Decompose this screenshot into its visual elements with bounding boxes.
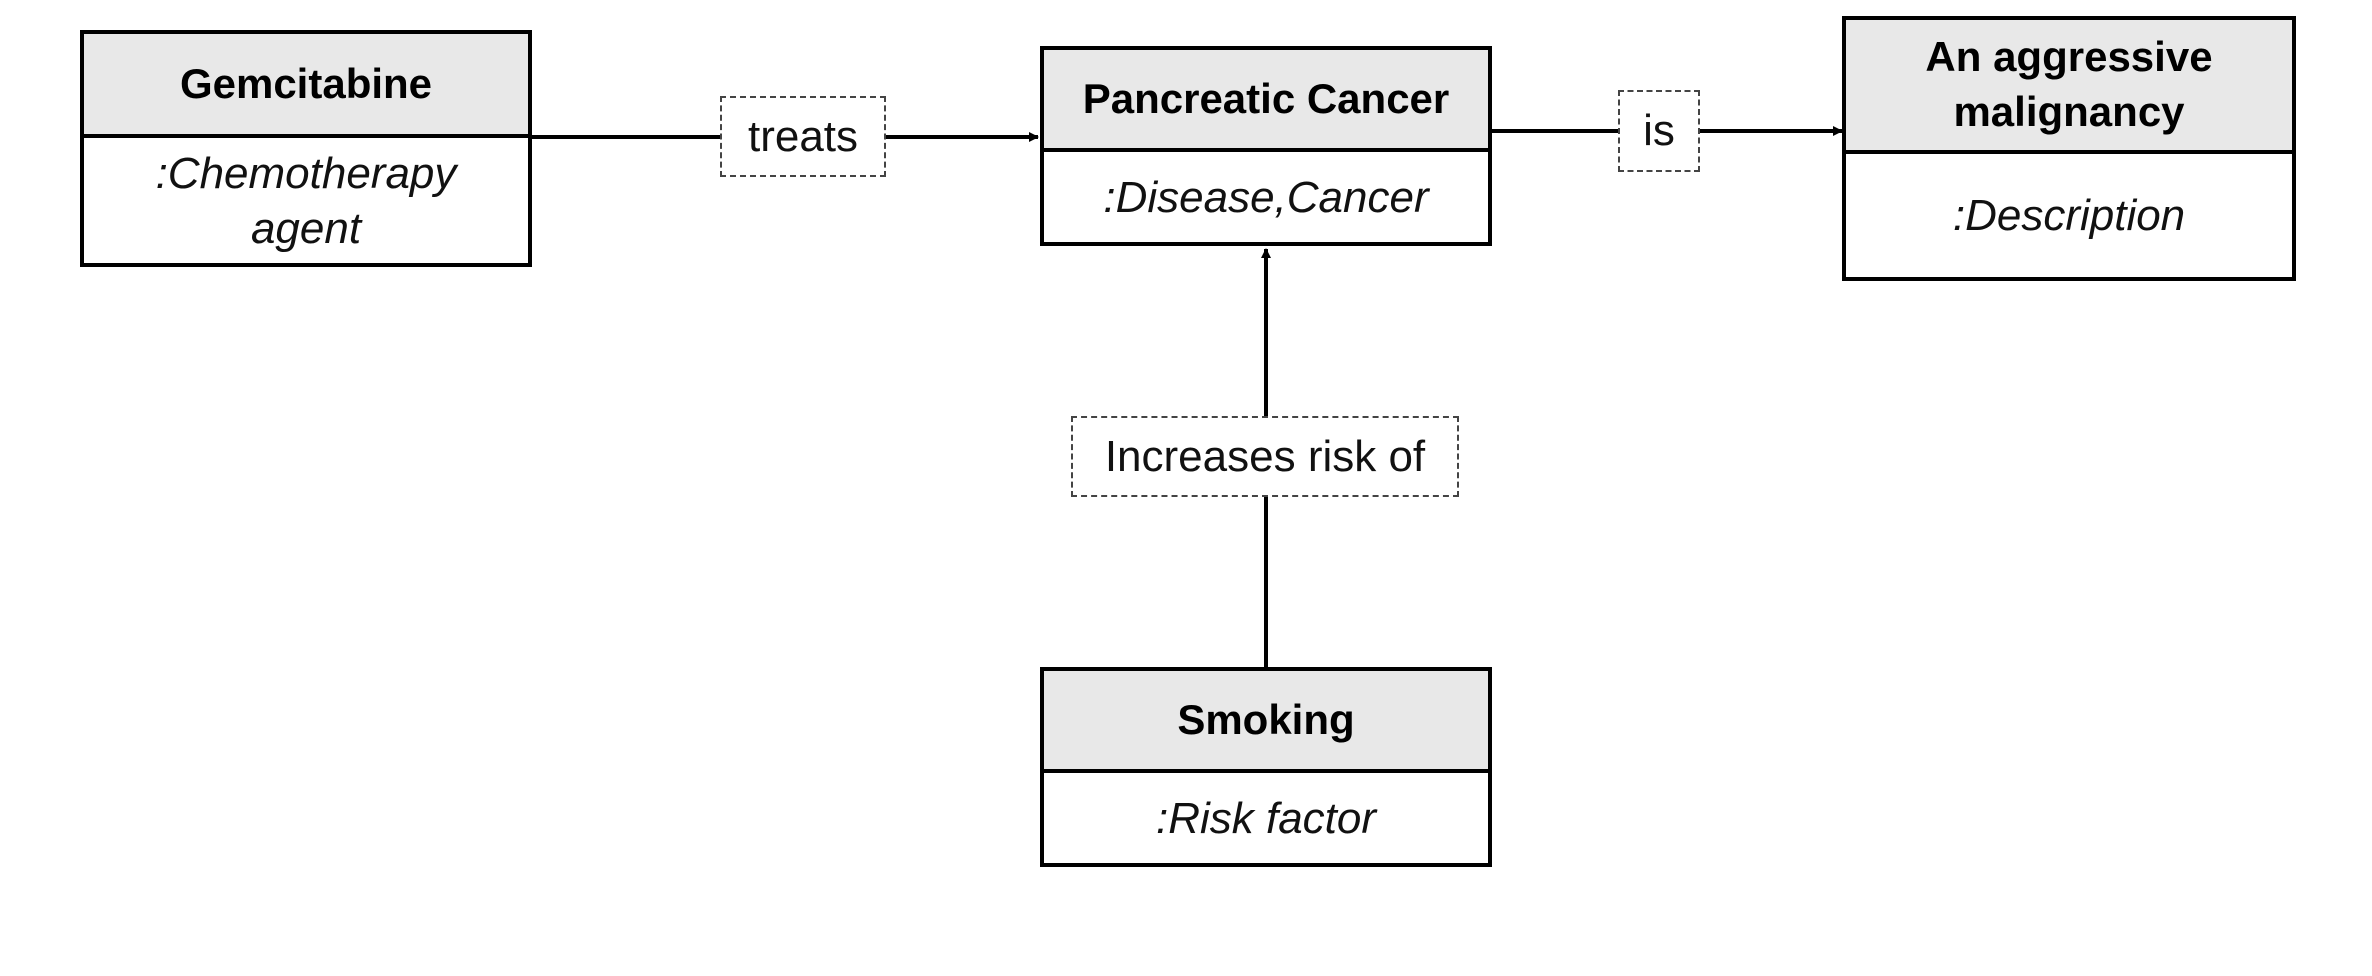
node-pancreatic-cancer-type: :Disease,Cancer (1103, 172, 1429, 222)
edge-label-increases-risk-of: Increases risk of (1071, 416, 1459, 497)
node-gemcitabine-name: Gemcitabine (84, 34, 528, 138)
node-smoking-type: :Risk factor (1155, 793, 1377, 843)
node-smoking: Smoking :Risk factor (1040, 667, 1492, 867)
node-pancreatic-cancer-name: Pancreatic Cancer (1044, 50, 1488, 152)
node-aggressive-malignancy-type: :Description (1952, 191, 2186, 240)
node-gemcitabine-type: :Chemotherapy agent (155, 148, 457, 253)
node-aggressive-malignancy: An aggressive malignancy :Description (1842, 16, 2296, 281)
node-aggressive-malignancy-name: An aggressive malignancy (1846, 20, 2292, 154)
node-pancreatic-cancer: Pancreatic Cancer :Disease,Cancer (1040, 46, 1492, 246)
edge-label-treats: treats (720, 96, 886, 177)
node-gemcitabine: Gemcitabine :Chemotherapy agent (80, 30, 532, 267)
node-smoking-name: Smoking (1044, 671, 1488, 773)
edge-label-is: is (1618, 90, 1700, 172)
